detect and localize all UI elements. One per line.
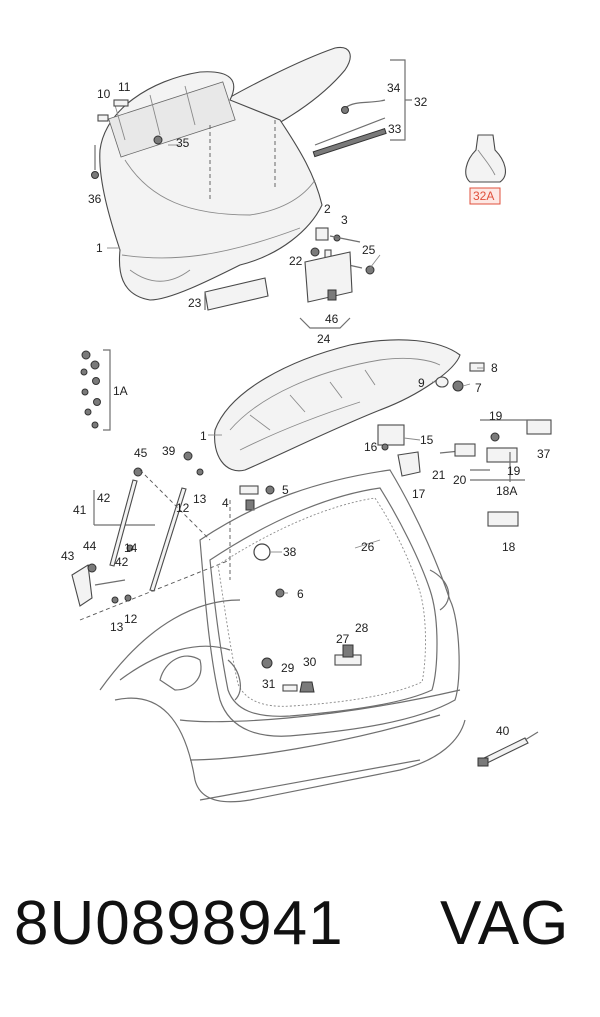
label-42-upper: 42 (97, 491, 111, 505)
brand-text: VAG (440, 889, 570, 958)
label-6: 6 (297, 587, 304, 601)
label-23: 23 (188, 296, 202, 310)
label-32: 32 (414, 95, 428, 109)
label-15: 15 (420, 433, 434, 447)
label-43: 43 (61, 549, 75, 563)
label-35: 35 (176, 136, 190, 150)
vehicle-body-rear (80, 349, 539, 803)
label-1-middle: 1 (200, 429, 207, 443)
leader-lines (107, 144, 484, 594)
label-36: 36 (88, 192, 102, 206)
label-27: 27 (336, 632, 350, 646)
label-25: 25 (362, 243, 376, 257)
label-5: 5 (282, 483, 289, 497)
upper-tailgate-assembly (91, 46, 412, 329)
label-29: 29 (281, 661, 295, 675)
label-12-lower: 12 (124, 612, 138, 626)
label-17: 17 (412, 487, 426, 501)
label-13-lower: 13 (110, 620, 124, 634)
label-34: 34 (387, 81, 401, 95)
label-30: 30 (303, 655, 317, 669)
label-37: 37 (537, 447, 551, 461)
label-38: 38 (283, 545, 297, 559)
label-40: 40 (496, 724, 510, 738)
exploded-parts-diagram: 10 11 35 36 34 32 33 32A 2 3 1 25 22 23 … (61, 46, 552, 803)
label-1-upper: 1 (96, 241, 103, 255)
label-16: 16 (364, 440, 378, 454)
label-31: 31 (262, 677, 276, 691)
label-22: 22 (289, 254, 303, 268)
label-18: 18 (502, 540, 516, 554)
label-10: 10 (97, 87, 111, 101)
label-26: 26 (361, 540, 375, 554)
tailgate-opening-seal (209, 487, 438, 717)
label-28: 28 (355, 621, 369, 635)
label-18A: 18A (496, 484, 517, 498)
label-24: 24 (317, 332, 331, 346)
label-39: 39 (162, 444, 176, 458)
label-33: 33 (388, 122, 402, 136)
label-4: 4 (222, 496, 229, 510)
part-number-text: 8U0898941 (14, 889, 344, 958)
label-7: 7 (475, 381, 482, 395)
label-3: 3 (341, 213, 348, 227)
label-45: 45 (134, 446, 148, 460)
part-labels: 10 11 35 36 34 32 33 32A 2 3 1 25 22 23 … (61, 80, 551, 738)
label-44: 44 (83, 539, 97, 553)
label-21: 21 (432, 468, 446, 482)
license-plate-bracket (304, 251, 353, 303)
label-19-upper: 19 (489, 409, 503, 423)
label-46: 46 (325, 312, 339, 326)
part-32A-highlight-box (469, 187, 501, 205)
washer-hose (314, 99, 386, 146)
label-42-lower: 42 (115, 555, 129, 569)
label-2: 2 (324, 202, 331, 216)
gas-strut-left (109, 479, 138, 567)
label-9: 9 (418, 376, 425, 390)
label-19-lower: 19 (507, 464, 521, 478)
label-12-upper: 12 (176, 501, 190, 515)
label-8: 8 (491, 361, 498, 375)
label-13-upper: 13 (193, 492, 207, 506)
label-32A: 32A (473, 189, 494, 203)
label-14: 14 (124, 541, 138, 555)
label-11: 11 (118, 80, 131, 94)
label-20: 20 (453, 473, 467, 487)
tailgate-inner-assembly (71, 339, 552, 621)
label-41: 41 (73, 503, 87, 517)
label-1A: 1A (113, 384, 128, 398)
part-32A-plug (465, 134, 506, 205)
